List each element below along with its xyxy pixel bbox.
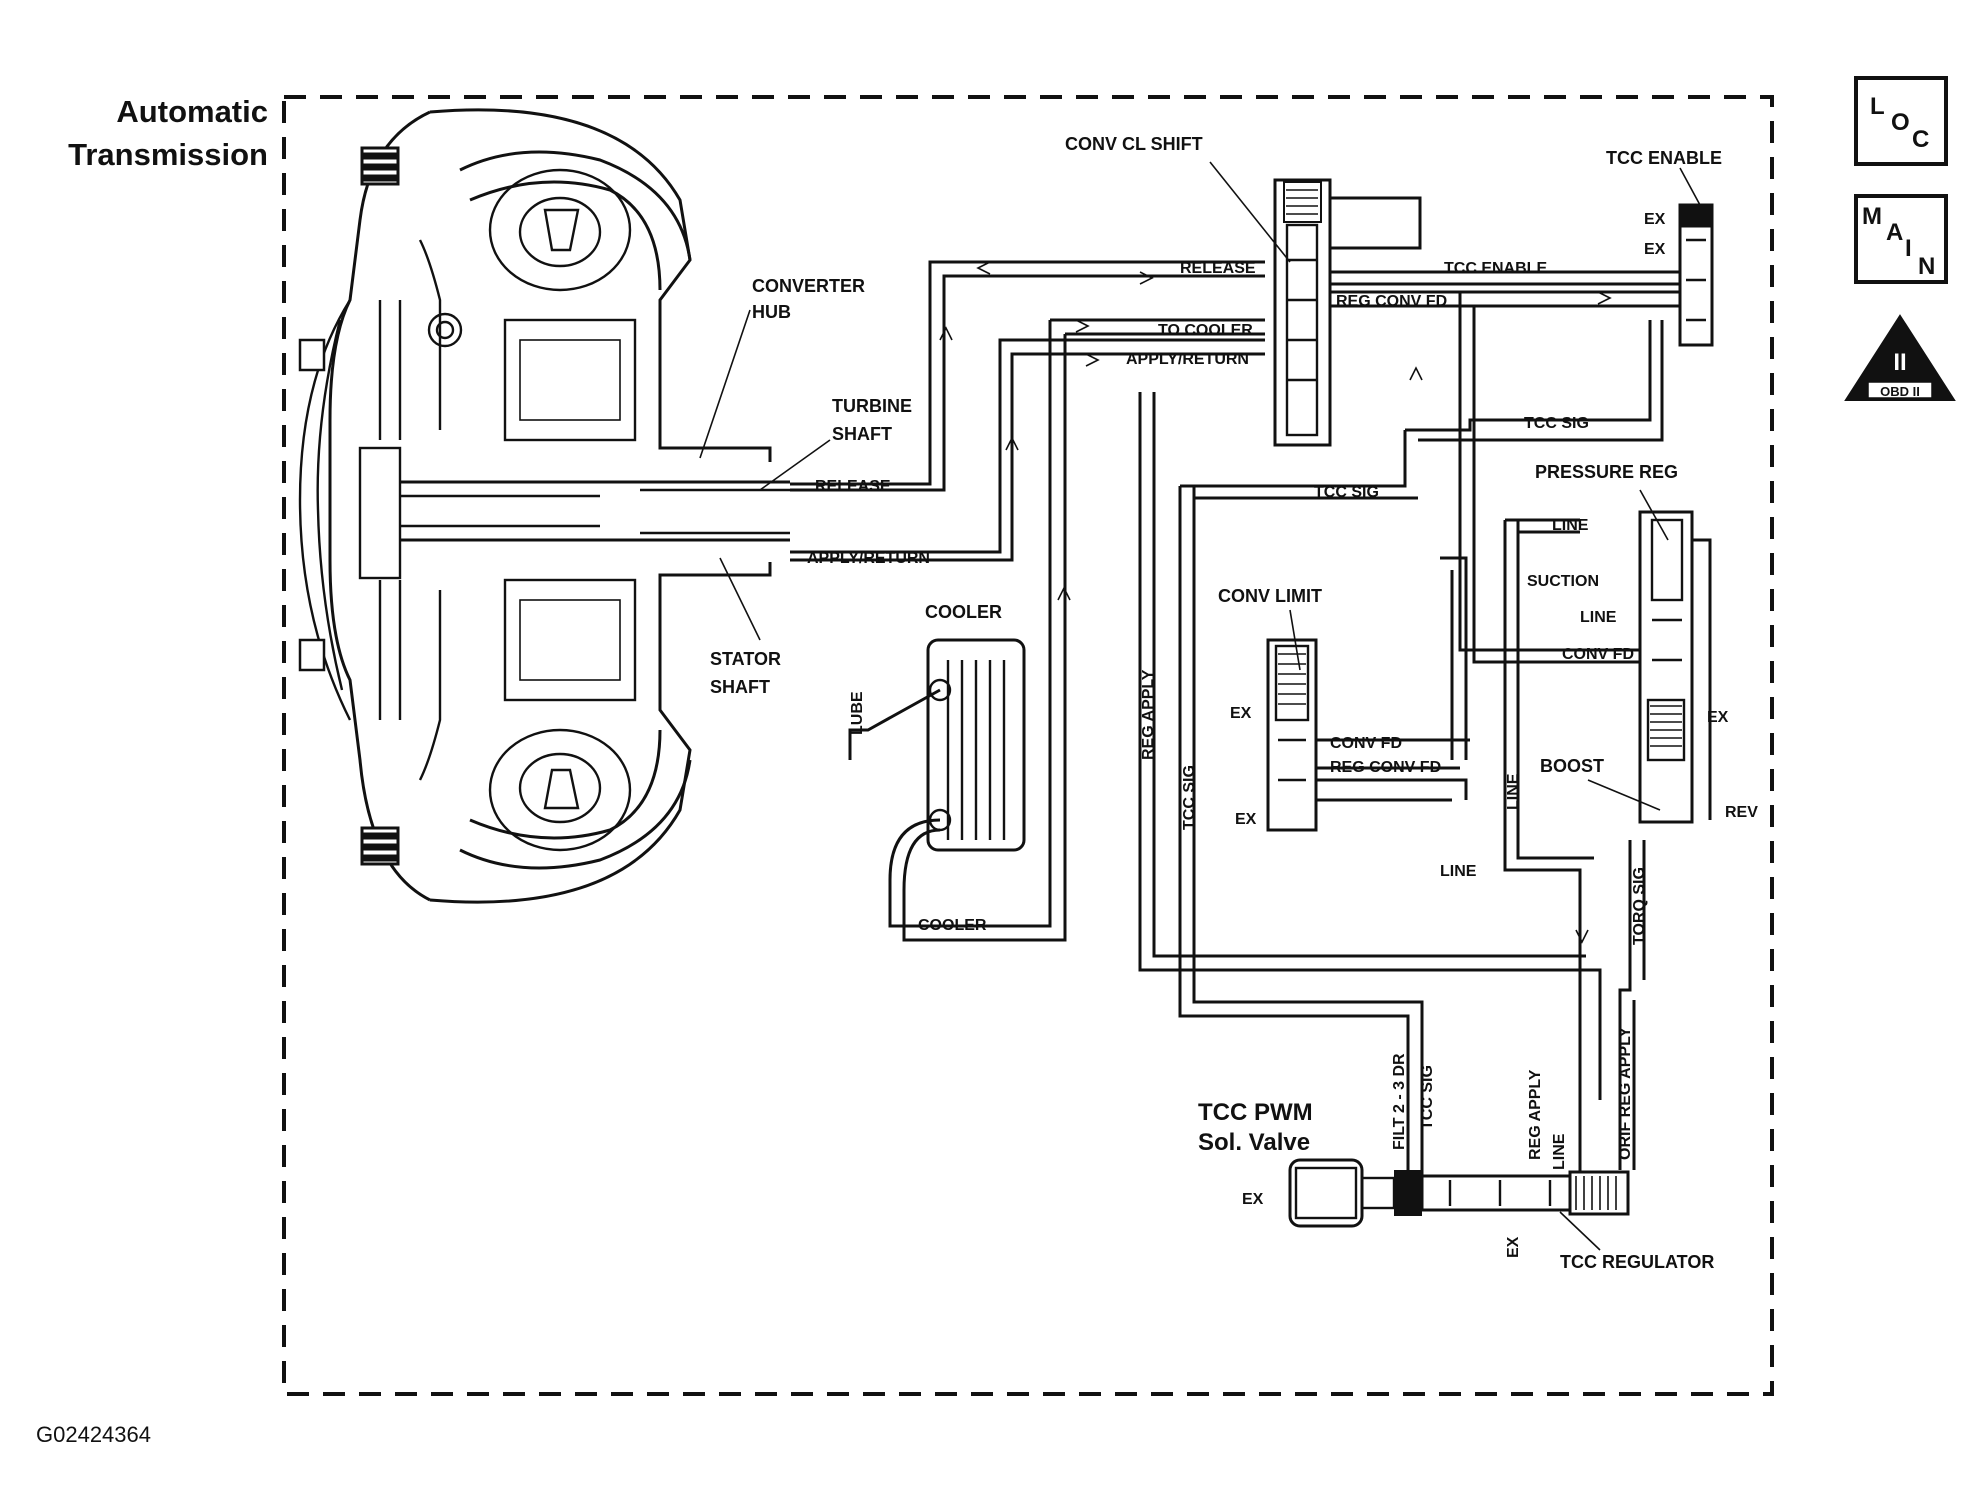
pressure-reg-leader: [1639, 489, 1669, 541]
boost-leader: [1587, 779, 1661, 811]
conv-cl-shift-leader: [1209, 161, 1291, 263]
line-tcc-enable: TCC ENABLE: [1444, 260, 1547, 277]
flow-arrows: [939, 261, 1612, 944]
title-line-2: Transmission: [68, 137, 268, 172]
line-reg-conv-fd-cl: REG CONV FD: [1330, 759, 1441, 776]
loc-letter-c: C: [1912, 126, 1929, 153]
line-ex-pr: EX: [1707, 709, 1729, 726]
tcc-regulator-label: TCC REGULATOR: [1560, 1252, 1714, 1272]
tcc-pwm-label-1: TCC PWM: [1198, 1099, 1313, 1126]
line-to-cooler: TO COOLER: [1158, 322, 1253, 339]
loc-button[interactable]: L O C: [1854, 76, 1948, 166]
line-cooler: COOLER: [918, 917, 987, 934]
tcc-pwm-solenoid-valve: [1288, 1158, 1630, 1228]
line-reg-conv-fd-top: REG CONV FD: [1336, 293, 1447, 310]
obd-numeral: II: [1893, 349, 1906, 376]
line-tcc-sig-sol: TCC SIG: [1419, 1065, 1436, 1130]
line-rev: REV: [1725, 804, 1758, 821]
line-conv-fd-cl: CONV FD: [1330, 735, 1402, 752]
system-boundary: [282, 95, 1774, 1396]
tcc-regulator-leader: [1559, 1211, 1601, 1251]
line-apply-return-shaft: APPLY/RETURN: [807, 550, 930, 567]
obd-text: OBD II: [1880, 384, 1920, 399]
main-letter-n: N: [1918, 253, 1935, 280]
conv-cl-shift-valve: [1273, 178, 1422, 447]
main-letter-m: M: [1862, 203, 1882, 230]
line-line-pr-top: LINE: [1552, 517, 1589, 534]
boost-label: BOOST: [1540, 756, 1604, 776]
tcc-enable-leader: [1679, 167, 1701, 206]
obd-ii-button[interactable]: II OBD II: [1844, 314, 1956, 401]
converter-hub-label-1: CONVERTER: [752, 276, 865, 296]
turbine-shaft-label-1: TURBINE: [832, 396, 912, 416]
line-line-sol: LINE: [1551, 1133, 1568, 1170]
conv-limit-label: CONV LIMIT: [1218, 586, 1322, 606]
hydraulic-lines: [790, 260, 1700, 1180]
tcc-pwm-label-2: Sol. Valve: [1198, 1129, 1310, 1156]
line-filt: FILT 2 - 3 DR: [1391, 1053, 1408, 1150]
line-lube: LUBE: [849, 691, 866, 735]
line-ex-reg: EX: [1505, 1236, 1522, 1258]
title-line-1: Automatic: [116, 94, 268, 129]
converter-hub-label-2: HUB: [752, 302, 791, 322]
loc-letter-l: L: [1870, 93, 1885, 120]
line-ex-enable-1: EX: [1644, 211, 1666, 228]
line-ex-enable-2: EX: [1644, 241, 1666, 258]
line-line-v: LINE: [1505, 773, 1522, 810]
figure-id: G02424364: [36, 1422, 151, 1447]
turbine-shaft-leader: [759, 439, 831, 491]
main-button[interactable]: M A I N: [1854, 194, 1948, 284]
conv-limit-leader: [1289, 609, 1301, 671]
line-tcc-sig-v: TCC SIG: [1181, 765, 1198, 830]
converter-hub-leader: [699, 309, 751, 459]
line-conv-fd-pr: CONV FD: [1562, 646, 1634, 663]
line-ex-cl-1: EX: [1230, 705, 1252, 722]
line-reg-apply-v: REG APPLY: [1140, 669, 1157, 760]
line-ex-cl-2: EX: [1235, 811, 1257, 828]
pressure-reg-valve: [1638, 510, 1712, 824]
main-letter-i: I: [1905, 235, 1912, 262]
pressure-reg-label: PRESSURE REG: [1535, 462, 1678, 482]
line-apply-return-top: APPLY/RETURN: [1126, 351, 1249, 368]
line-tcc-sig-top: TCC SIG: [1524, 415, 1589, 432]
line-line-pr-mid: LINE: [1580, 609, 1617, 626]
line-release-shaft: RELEASE: [815, 478, 891, 495]
tcc-enable-valve: [1678, 203, 1714, 347]
torque-converter: [298, 108, 790, 904]
turbine-shaft-label-2: SHAFT: [832, 424, 892, 444]
conv-cl-shift-label: CONV CL SHIFT: [1065, 134, 1203, 154]
loc-letter-o: O: [1891, 109, 1910, 136]
line-torq-sig: TORQ SIG: [1631, 867, 1648, 945]
line-reg-apply-sol: REG APPLY: [1527, 1069, 1544, 1160]
line-suction: SUCTION: [1527, 573, 1599, 590]
tcc-enable-title: TCC ENABLE: [1606, 148, 1722, 168]
main-letter-a: A: [1886, 219, 1903, 246]
line-line-h: LINE: [1440, 863, 1477, 880]
stator-shaft-leader: [719, 557, 761, 641]
line-release-top: RELEASE: [1180, 260, 1256, 277]
stator-shaft-label-1: STATOR: [710, 649, 781, 669]
line-orif-reg-apply: ORIF REG APPLY: [1617, 1027, 1634, 1160]
vertical-line-labels: LUBE REG APPLY TCC SIG LINE TORQ SIG FIL…: [849, 669, 1648, 1258]
line-labels: RELEASE TCC ENABLE REG CONV FD TO COOLER…: [807, 211, 1758, 1208]
stator-shaft-label-2: SHAFT: [710, 677, 770, 697]
line-ex-sol: EX: [1242, 1191, 1264, 1208]
conv-limit-valve: [1266, 638, 1470, 832]
line-tcc-sig-mid: TCC SIG: [1314, 484, 1379, 501]
cooler-label: COOLER: [925, 602, 1002, 622]
